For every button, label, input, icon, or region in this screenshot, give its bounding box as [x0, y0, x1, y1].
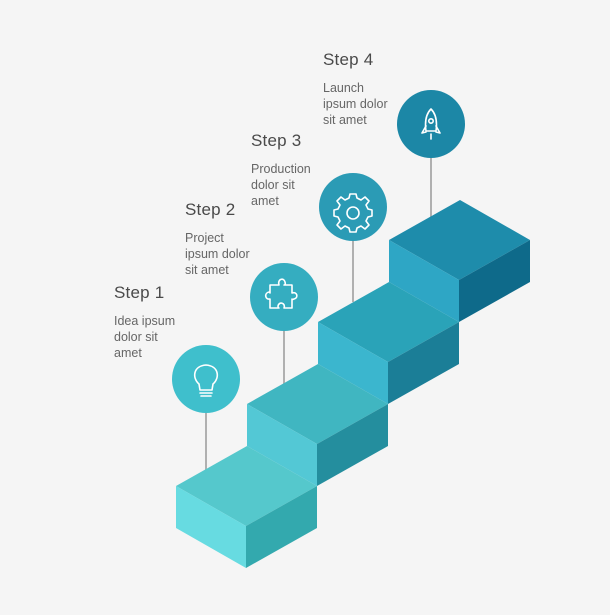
step2-title: Step 2 [185, 200, 236, 219]
step4-title: Step 4 [323, 50, 374, 69]
puzzle-icon [264, 278, 298, 309]
step4-text: Step 4 Launch ipsum dolor sit amet [323, 50, 388, 128]
step1-circle[interactable] [172, 345, 240, 413]
step1-title: Step 1 [114, 283, 165, 302]
step2-text: Step 2 Project ipsum dolor sit amet [185, 200, 250, 278]
gear-icon [333, 193, 373, 233]
step1-block [176, 446, 317, 568]
step2-block [247, 364, 388, 486]
step3-title: Step 3 [251, 131, 302, 150]
step2-circle[interactable] [250, 263, 318, 331]
lightbulb-icon [193, 364, 219, 397]
step1-text: Step 1 Idea ipsum dolor sit amet [114, 283, 175, 361]
step4-description: Launch ipsum dolor sit amet [323, 81, 388, 127]
rocket-icon [421, 108, 441, 140]
step4-block [389, 200, 530, 322]
step3-description: Production dolor sit amet [251, 162, 311, 208]
step3-block [318, 282, 459, 404]
step1-description: Idea ipsum dolor sit amet [114, 314, 176, 360]
step3-text: Step 3 Production dolor sit amet [251, 131, 311, 209]
step2-description: Project ipsum dolor sit amet [185, 231, 250, 277]
